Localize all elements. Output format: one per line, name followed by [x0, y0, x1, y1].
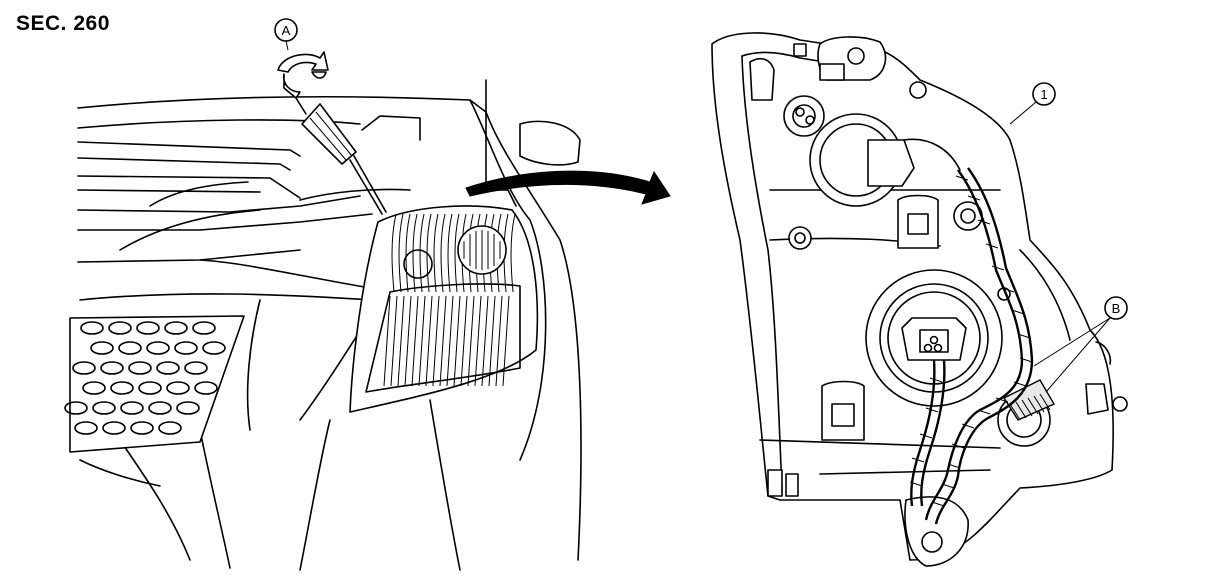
callout-b: B — [1033, 296, 1128, 393]
side-mirror — [519, 120, 581, 166]
wiring-harness — [924, 169, 1024, 521]
marker-socket-grip — [1009, 393, 1051, 421]
section-label: SEC. 260 — [16, 12, 110, 35]
callout-1-label: 1 — [1040, 87, 1047, 102]
callout-a: A — [274, 18, 298, 51]
wiring-harness-wrap — [909, 175, 1033, 507]
hood-outline — [77, 95, 487, 113]
headlamp-rear-view — [711, 32, 1128, 567]
fog-lamp-lens — [463, 230, 501, 270]
vehicle-front-illustration — [64, 51, 671, 571]
grille-mesh — [64, 321, 226, 435]
callout-a-label: A — [282, 23, 291, 38]
callout-b-label: B — [1112, 301, 1121, 316]
screwdriver — [295, 97, 387, 215]
callout-1: 1 — [1009, 82, 1056, 125]
removal-direction-arrow — [465, 170, 671, 205]
rotate-arrow-icon — [277, 51, 329, 99]
